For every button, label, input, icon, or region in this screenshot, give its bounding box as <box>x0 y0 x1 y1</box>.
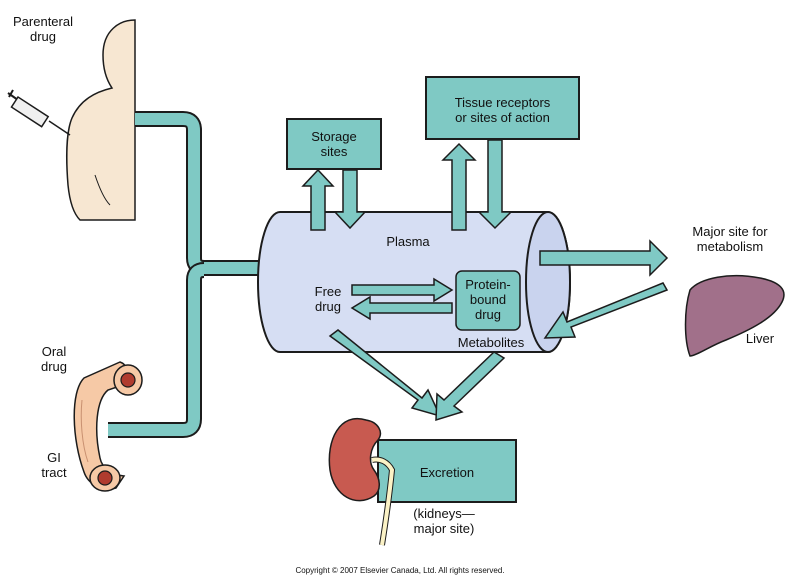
plasma-label: Plasma <box>386 234 430 249</box>
gi-tract-label: GI tract <box>41 450 67 480</box>
gi-tract-illustration <box>73 361 143 492</box>
copyright-notice: Copyright © 2007 Elsevier Canada, Ltd. A… <box>295 566 505 575</box>
torso-contour <box>94 174 111 206</box>
metabolism-site-label: Major site for metabolism <box>692 224 768 254</box>
tissue-receptors-box: Tissue receptors or sites of action <box>425 76 580 140</box>
kidney-illustration <box>328 417 396 546</box>
storage-arrows <box>301 168 367 231</box>
excretion-box <box>377 439 517 503</box>
liver-label: Liver <box>745 331 775 346</box>
liver-illustration <box>684 274 785 357</box>
protein-bound-drug-label: Protein- bound drug <box>465 277 511 322</box>
protein-bound-box <box>455 270 521 331</box>
kidneys-major-site-label: (kidneys— major site) <box>413 506 475 536</box>
syringe-icon <box>7 89 71 136</box>
storage-sites-label: Storage sites <box>311 129 357 159</box>
liver-arrows <box>539 239 669 339</box>
receptor-arrows <box>441 139 513 231</box>
free-drug-label: Free drug <box>314 284 342 314</box>
tissue-receptors-label: Tissue receptors or sites of action <box>454 95 551 125</box>
metabolites-label: Metabolites <box>457 335 525 350</box>
human-torso-illustration <box>66 19 136 221</box>
storage-sites-box: Storage sites <box>286 118 382 170</box>
oral-drug-label: Oral drug <box>40 344 68 374</box>
excretion-label: Excretion <box>419 465 475 480</box>
binding-equilibrium-arrows <box>350 277 454 321</box>
plasma-cylinder <box>257 211 571 353</box>
parenteral-drug-label: Parenteral drug <box>13 14 73 44</box>
excretion-arrows <box>328 329 506 422</box>
